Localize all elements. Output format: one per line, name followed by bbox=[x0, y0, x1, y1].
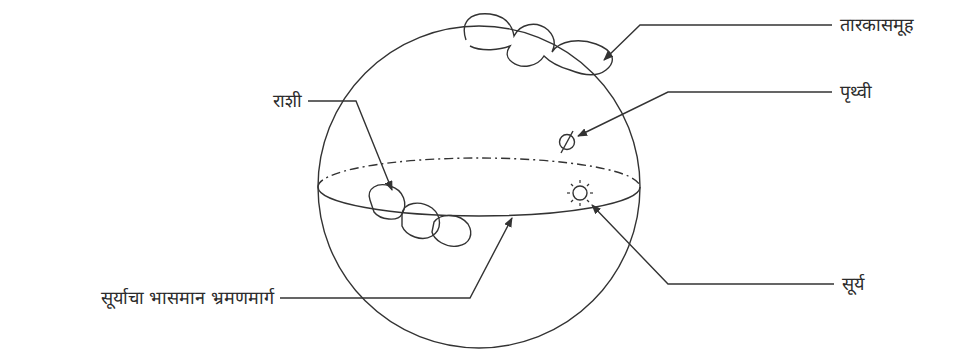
part-label: सूर्य bbox=[842, 273, 864, 295]
part-label: सूर्याचा भासमान भ्रमणमार्ग bbox=[101, 287, 274, 309]
part-label: पृथ्वी bbox=[840, 81, 872, 103]
part-label: राशी bbox=[273, 90, 302, 112]
part-label: तारकासमूह bbox=[840, 14, 914, 36]
